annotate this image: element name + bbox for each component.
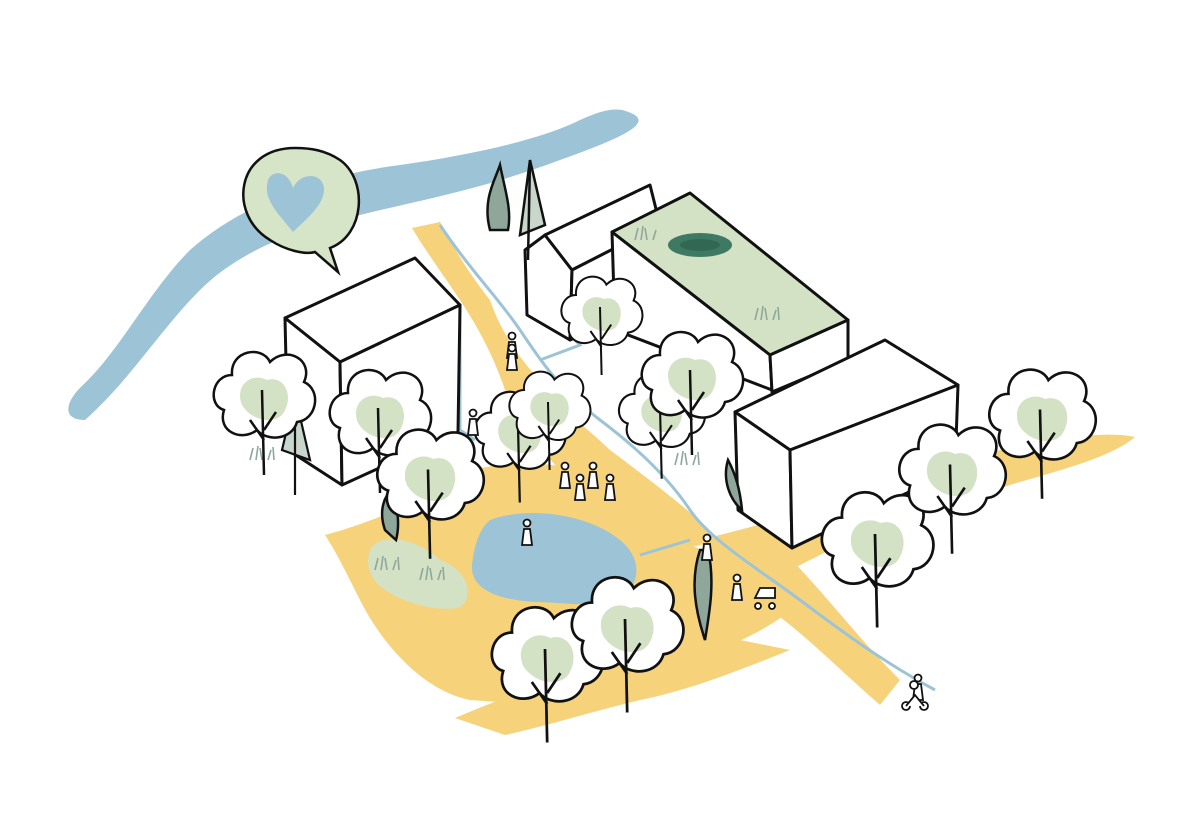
- deciduous-tree: [988, 368, 1098, 499]
- person-figure: [730, 573, 744, 601]
- grass-tufts: [249, 225, 780, 581]
- deciduous-tree: [376, 428, 486, 559]
- lawn-left: [368, 539, 468, 609]
- deciduous-tree: [640, 330, 745, 456]
- trees: [212, 275, 1098, 743]
- speech-bubble: [242, 146, 361, 276]
- deciduous-tree: [820, 490, 935, 628]
- sculpted-tree: [380, 160, 744, 641]
- deciduous-tree: [570, 575, 685, 713]
- stroller: [753, 587, 776, 610]
- person-figure: [520, 518, 534, 546]
- person-figure: [586, 461, 600, 489]
- person-figure: [466, 408, 480, 436]
- conifer-tree: [518, 159, 547, 261]
- river: [68, 109, 639, 421]
- person-figure: [700, 533, 714, 561]
- person-figure: [573, 473, 587, 501]
- deciduous-tree: [508, 370, 592, 471]
- deciduous-tree: [212, 350, 317, 476]
- person-figure: [505, 343, 519, 371]
- heart-icon: [266, 173, 325, 232]
- deciduous-tree: [898, 423, 1008, 554]
- deciduous-tree: [560, 275, 644, 376]
- person-figure: [558, 461, 572, 489]
- building-right: [733, 338, 960, 550]
- pond: [471, 512, 637, 605]
- bicycle: [901, 680, 929, 711]
- person-figure: [603, 473, 617, 501]
